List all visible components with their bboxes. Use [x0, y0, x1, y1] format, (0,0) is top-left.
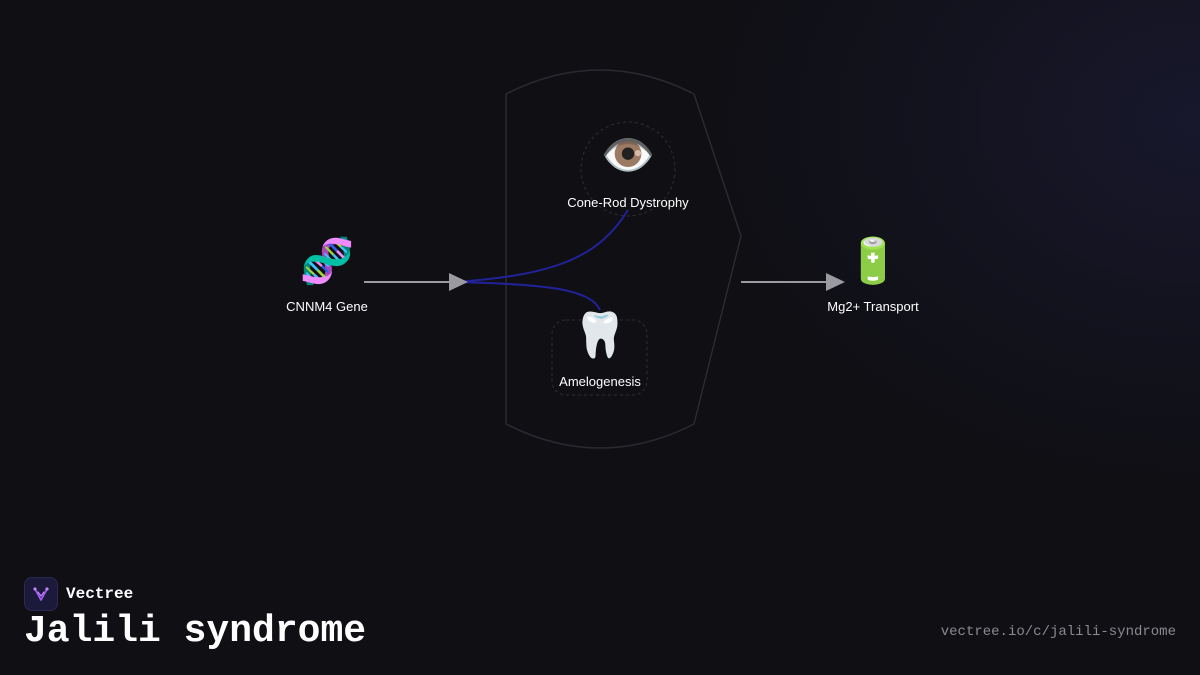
dna-icon: 🧬 — [300, 234, 355, 287]
link-gene-amelo — [384, 281, 601, 311]
node-label-gene: CNNM4 Gene — [286, 299, 368, 314]
arrow-group-mg-head — [826, 273, 845, 291]
page-title: Jalili syndrome — [24, 610, 367, 653]
node-cone-rod-dystrophy[interactable]: 👁️ Cone-Rod Dystrophy — [567, 130, 689, 210]
node-label-cone: Cone-Rod Dystrophy — [567, 195, 689, 210]
amelo-node-frame — [551, 319, 648, 396]
node-cnnm4-gene[interactable]: 🧬 CNNM4 Gene — [286, 234, 368, 314]
eye-icon: 👁️ — [601, 130, 656, 181]
arrow-gene-group-head — [449, 273, 468, 291]
node-mg-transport[interactable]: 🔋 Mg2+ Transport — [827, 236, 919, 314]
cone-node-frame — [580, 121, 676, 217]
vectree-logo-icon — [24, 577, 58, 611]
tooth-icon: 🦷 — [573, 310, 628, 361]
node-amelogenesis[interactable]: 🦷 Amelogenesis — [559, 310, 641, 389]
node-label-amelo: Amelogenesis — [559, 374, 641, 389]
brand-name: Vectree — [66, 585, 134, 603]
page-url[interactable]: vectree.io/c/jalili-syndrome — [940, 624, 1176, 640]
link-gene-cone — [384, 209, 629, 283]
battery-icon: 🔋 — [846, 236, 901, 287]
brand[interactable]: Vectree — [24, 577, 133, 611]
node-label-mg: Mg2+ Transport — [827, 299, 919, 314]
group-outline — [505, 69, 742, 449]
